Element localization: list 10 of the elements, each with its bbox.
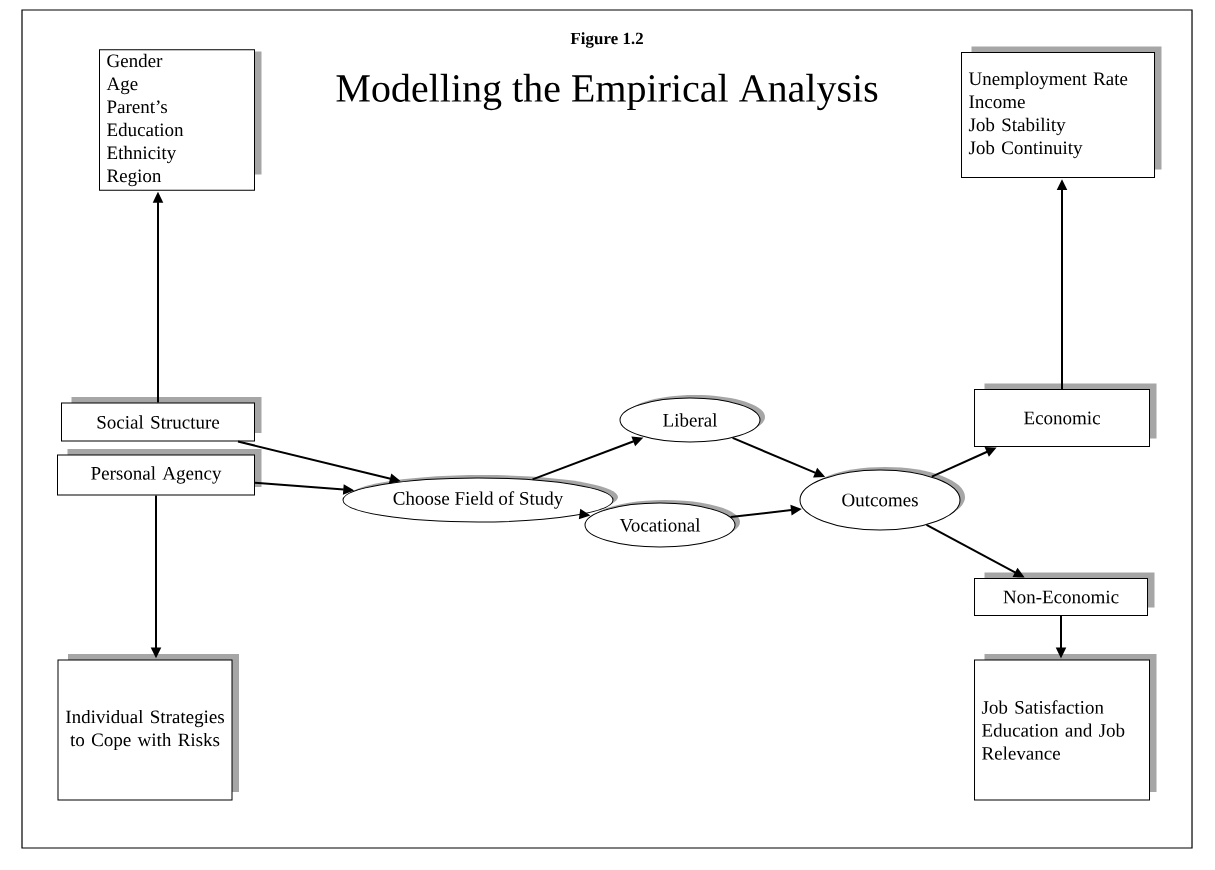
box: Non-Economic (974, 572, 1155, 616)
list-box: Job Satisfaction Education and Job Relevance (974, 654, 1157, 801)
list-box: Unemployment Rate Income Job Stability Job Continuity (961, 46, 1162, 178)
box: Personal Agency (57, 449, 262, 496)
title: Modelling the Empirical Analysis (336, 73, 878, 111)
box: Economic (974, 383, 1157, 447)
list-box: Gender Age Parent’s Education Ethnicity Region (99, 49, 262, 191)
figure-number: Figure 1.2 (570, 32, 643, 48)
box: Social Structure (61, 397, 262, 442)
box: Individual Strategies to Cope with Risks (57, 654, 239, 801)
